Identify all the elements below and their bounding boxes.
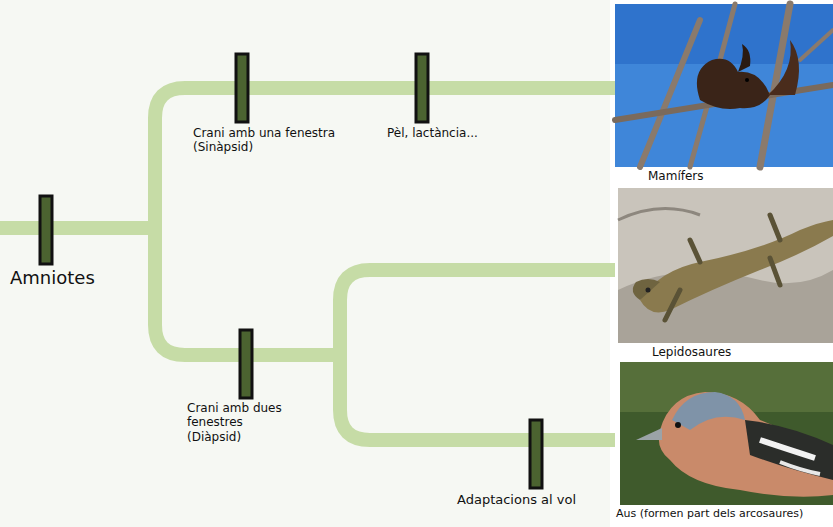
taxon-caption: Aus (formen part dels arcosaures) <box>616 507 830 520</box>
branch <box>340 270 615 440</box>
trait-label: Pèl, lactància... <box>387 126 567 140</box>
trait-label: Crani amb dues fenestres (Diàpsid) <box>187 401 299 444</box>
trait-label: Crani amb una fenestra (Sinàpsid) <box>193 126 353 155</box>
branch <box>0 221 155 235</box>
squirrel-photo <box>615 4 833 167</box>
lizard-photo <box>618 188 833 343</box>
taxon-caption: Lepidosaures <box>652 345 827 359</box>
branch <box>155 88 615 355</box>
trait-bar <box>240 330 252 398</box>
trait-bar <box>40 196 52 264</box>
trait-bar <box>416 54 428 122</box>
trait-bar <box>236 54 248 122</box>
trait-label: Adaptacions al vol <box>457 492 617 508</box>
trait-bars <box>40 54 542 488</box>
taxon-caption: Mamífers <box>648 169 828 183</box>
trait-bar <box>530 420 542 488</box>
bird-photo <box>620 362 833 505</box>
tree-branches <box>0 88 615 440</box>
clade-label: Amniotes <box>10 267 150 289</box>
